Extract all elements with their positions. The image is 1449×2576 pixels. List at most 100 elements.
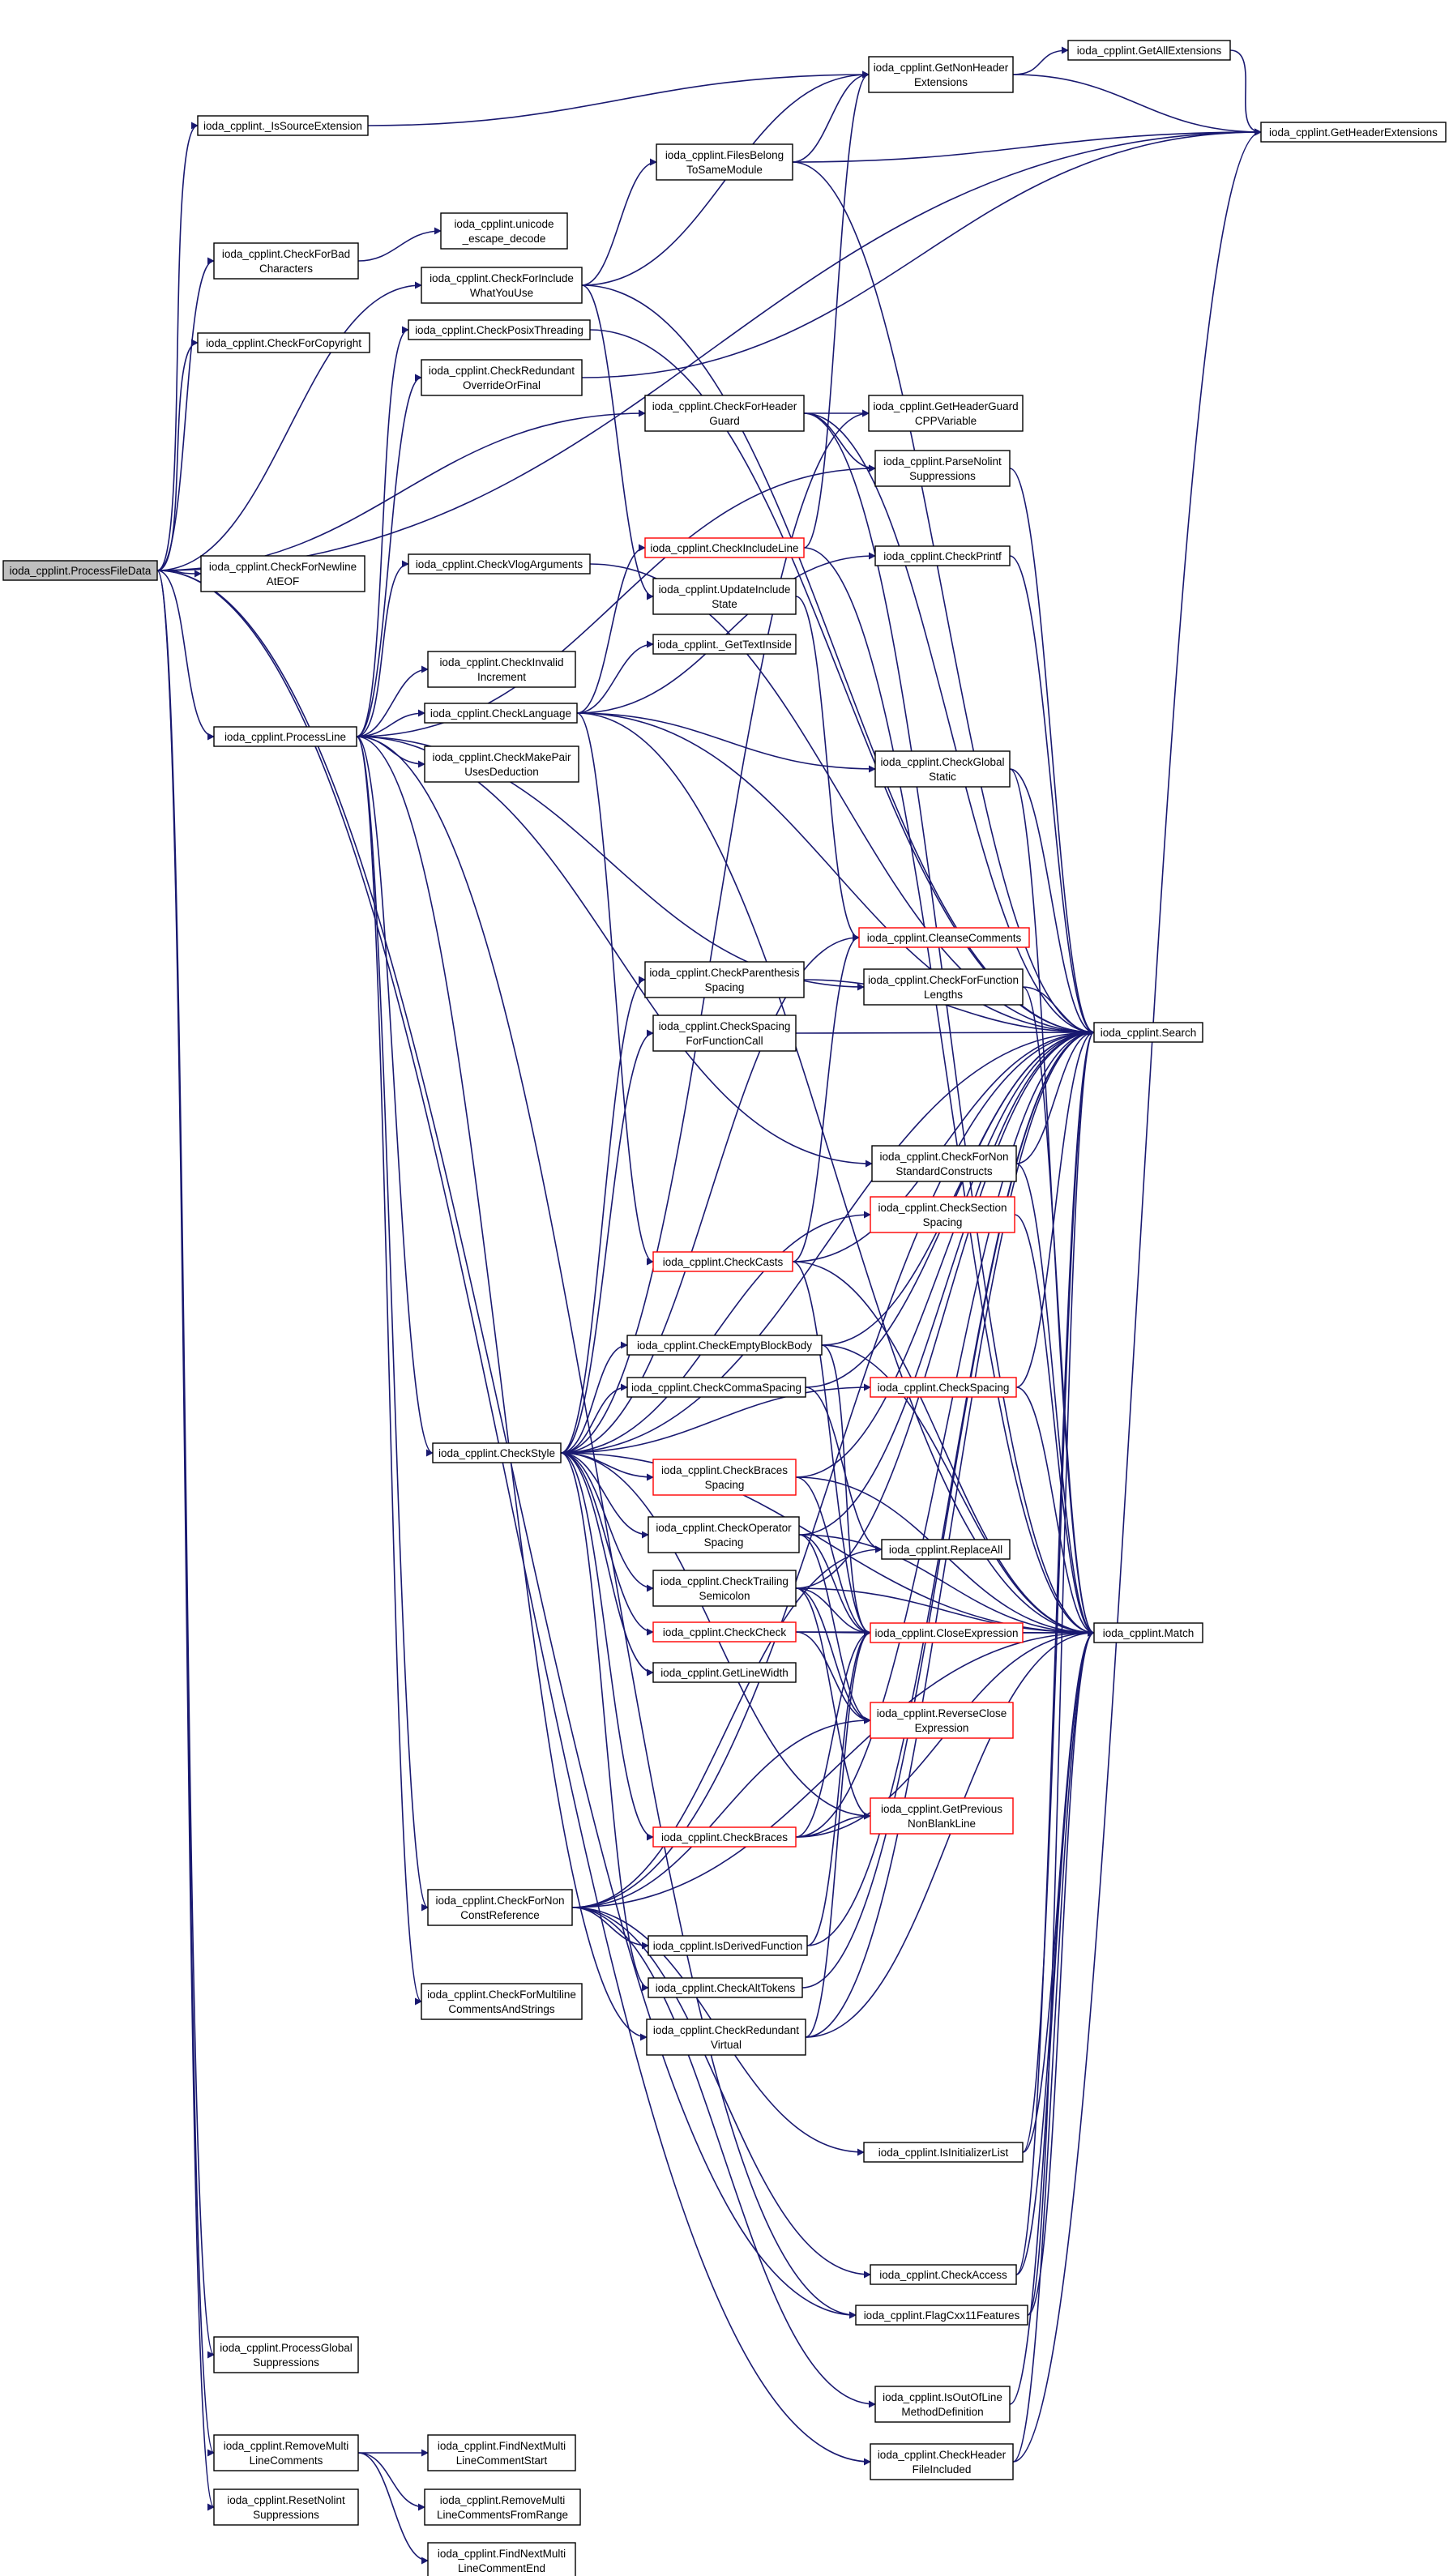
node-check-for-copyright[interactable]: ioda_cpplint.CheckForCopyright [197, 332, 370, 353]
node-label: Characters [259, 263, 313, 275]
node-get-all-extensions[interactable]: ioda_cpplint.GetAllExtensions [1067, 40, 1231, 61]
call-edge-is-source-extension-to-get-non-header-extensions [367, 70, 870, 126]
node-get-text-inside[interactable]: ioda_cpplint._GetTextInside [652, 634, 797, 655]
node-cleanse-comments[interactable]: ioda_cpplint.CleanseComments [858, 927, 1030, 948]
call-edge-check-empty-block-body-to-search [821, 1028, 1095, 1346]
node-label: ioda_cpplint.RemoveMulti [440, 2494, 566, 2506]
node-label: Guard [709, 415, 740, 427]
node-check-include-line[interactable]: ioda_cpplint.CheckIncludeLine [644, 537, 805, 558]
node-process-file-data[interactable]: ioda_cpplint.ProcessFileData [2, 560, 158, 581]
node-label: ioda_cpplint.CheckRedundant [653, 2024, 799, 2036]
node-label: Virtual [711, 2039, 742, 2051]
node-label: Lengths [924, 989, 963, 1001]
call-edge-check-language-to-search [576, 712, 1095, 1036]
node-is-source-extension[interactable]: ioda_cpplint._IsSourceExtension [197, 115, 369, 136]
node-check-language[interactable]: ioda_cpplint.CheckLanguage [424, 703, 578, 724]
node-label: ioda_cpplint.RemoveMulti [224, 2440, 349, 2452]
node-box [868, 395, 1024, 432]
node-label: ioda_cpplint.CheckForBad [222, 248, 350, 260]
node-check-vlog-arguments[interactable]: ioda_cpplint.CheckVlogArguments [408, 553, 591, 575]
call-edge-check-style-to-check-trailing-semicolon [560, 1452, 654, 1592]
node-flag-cxx11-features[interactable]: ioda_cpplint.FlagCxx11Features [855, 2305, 1028, 2326]
node-process-line[interactable]: ioda_cpplint.ProcessLine [213, 726, 357, 747]
node-check-casts[interactable]: ioda_cpplint.CheckCasts [652, 1251, 793, 1272]
call-edge-check-casts-to-cleanse-comments [792, 933, 860, 1262]
node-search[interactable]: ioda_cpplint.Search [1093, 1022, 1203, 1043]
node-unicode-escape-decode[interactable]: ioda_cpplint.unicode_escape_decode [440, 212, 568, 250]
node-check-empty-block-body[interactable]: ioda_cpplint.CheckEmptyBlockBody [626, 1335, 823, 1356]
node-match[interactable]: ioda_cpplint.Match [1093, 1622, 1203, 1643]
node-find-next-multi-line-comment-start[interactable]: ioda_cpplint.FindNextMultiLineCommentSta… [427, 2434, 576, 2471]
node-box [644, 395, 805, 432]
node-check-posix-threading[interactable]: ioda_cpplint.CheckPosixThreading [408, 319, 591, 340]
node-remove-multi-line-comments-from-range[interactable]: ioda_cpplint.RemoveMultiLineCommentsFrom… [424, 2488, 581, 2526]
node-check-comma-spacing[interactable]: ioda_cpplint.CheckCommaSpacing [626, 1377, 806, 1398]
call-edge-check-trailing-semicolon-to-get-previous-non-blank-line [795, 1587, 871, 1820]
node-label: Suppressions [253, 2509, 319, 2521]
node-label: ioda_cpplint.GetLineWidth [660, 1667, 789, 1679]
node-label: ioda_cpplint._GetTextInside [657, 639, 792, 651]
node-check-for-multiline-comments-and-strings[interactable]: ioda_cpplint.CheckForMultilineCommentsAn… [421, 1983, 583, 2020]
node-check-style[interactable]: ioda_cpplint.CheckStyle [432, 1442, 562, 1463]
node-box [1067, 40, 1231, 61]
node-is-initializer-list[interactable]: ioda_cpplint.IsInitializerList [863, 2142, 1024, 2163]
node-check-redundant-override-or-final[interactable]: ioda_cpplint.CheckRedundantOverrideOrFin… [421, 359, 583, 396]
node-get-line-width[interactable]: ioda_cpplint.GetLineWidth [652, 1662, 797, 1683]
node-label: FileIncluded [913, 2463, 972, 2476]
node-check-alt-tokens[interactable]: ioda_cpplint.CheckAltTokens [648, 1977, 803, 1998]
node-label: ioda_cpplint.CheckSection [878, 1202, 1007, 1214]
node-check-access[interactable]: ioda_cpplint.CheckAccess [870, 2264, 1017, 2285]
node-replace-all[interactable]: ioda_cpplint.ReplaceAll [881, 1539, 1011, 1560]
call-edge-is-initializer-list-to-search [1022, 1028, 1095, 2153]
node-label: ioda_cpplint.CheckCheck [663, 1626, 787, 1638]
call-edge-parse-nolint-suppressions-to-search [1009, 468, 1095, 1036]
node-is-derived-function[interactable]: ioda_cpplint.IsDerivedFunction [648, 1935, 808, 1956]
node-box [432, 1442, 562, 1463]
call-edge-check-for-function-lengths-to-search [1022, 986, 1095, 1036]
node-check-for-non-standard-constructs[interactable]: ioda_cpplint.CheckForNonStandardConstruc… [871, 1145, 1017, 1182]
node-check-spacing[interactable]: ioda_cpplint.CheckSpacing [870, 1377, 1017, 1398]
call-edge-check-empty-block-body-to-match [821, 1344, 1095, 1637]
node-check-braces[interactable]: ioda_cpplint.CheckBraces [652, 1826, 797, 1848]
node-label: ioda_cpplint.CheckSpacing [878, 1382, 1010, 1394]
node-label: StandardConstructs [895, 1165, 993, 1177]
call-edge-process-line-to-check-vlog-arguments [356, 560, 409, 737]
node-label: ioda_cpplint.GetPrevious [881, 1803, 1002, 1815]
node-close-expression[interactable]: ioda_cpplint.CloseExpression [870, 1622, 1024, 1643]
node-check-check[interactable]: ioda_cpplint.CheckCheck [652, 1621, 797, 1643]
call-edge-check-trailing-semicolon-to-reverse-close-expression [795, 1587, 871, 1724]
node-get-header-extensions[interactable]: ioda_cpplint.GetHeaderExtensions [1260, 122, 1447, 143]
node-box [213, 2434, 359, 2471]
node-box [421, 359, 583, 396]
node-check-printf[interactable]: ioda_cpplint.CheckPrintf [874, 545, 1011, 566]
